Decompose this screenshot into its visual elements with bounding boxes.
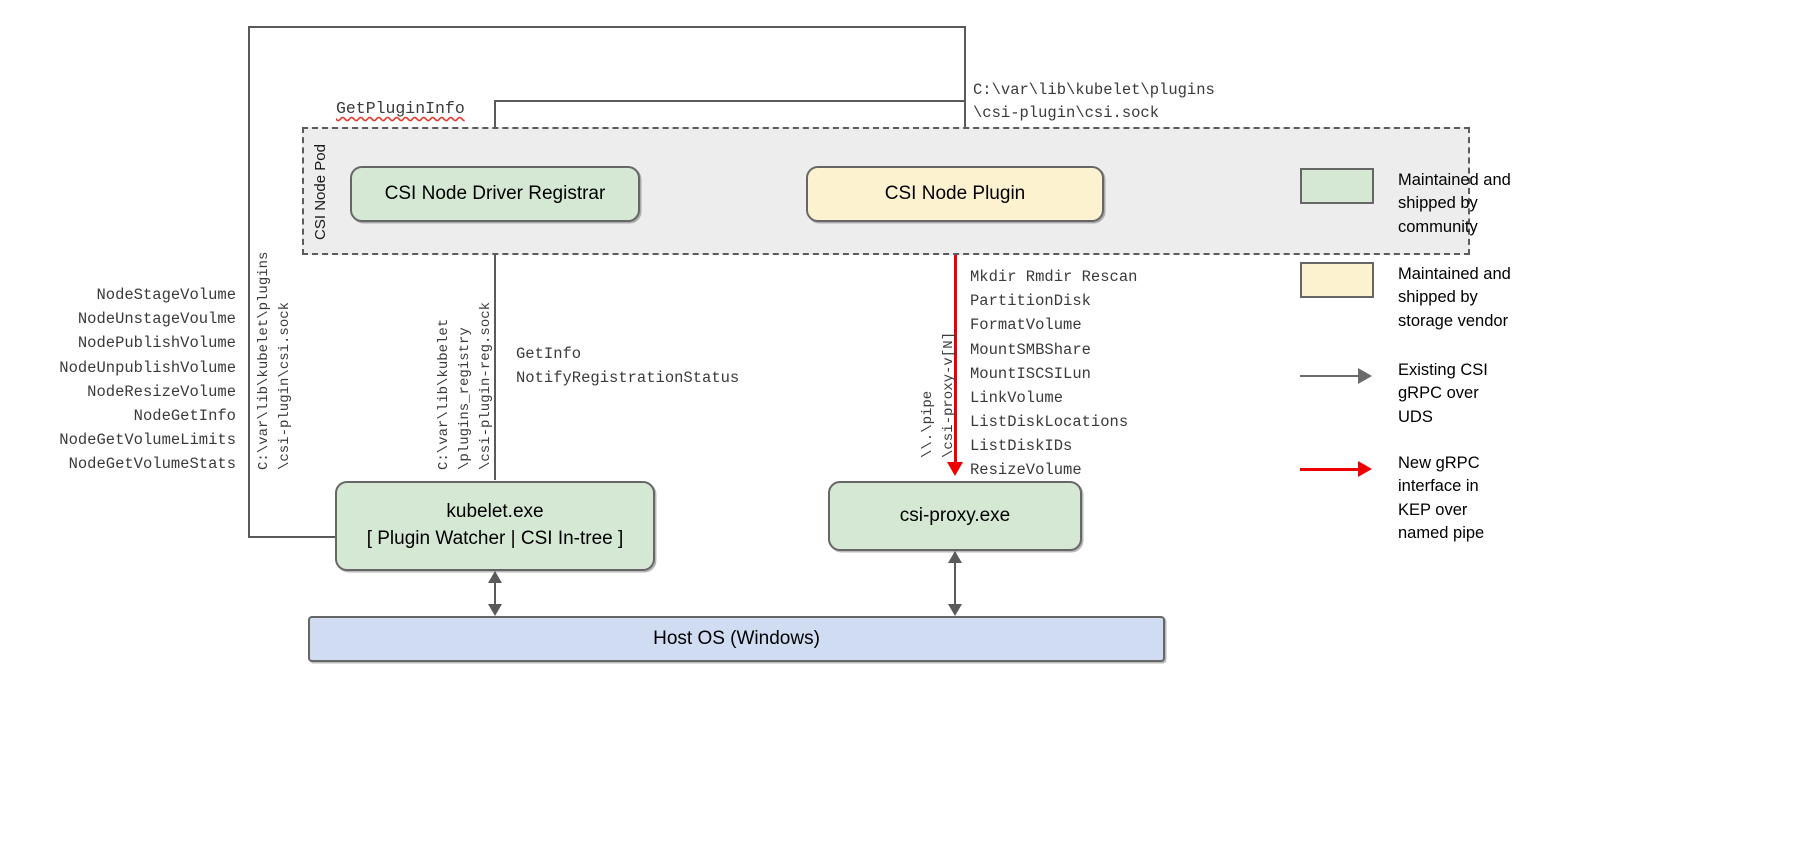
legend-item-storage-vendor: Maintained and shipped by storage vendor	[1300, 262, 1511, 333]
kubelet-subtitle: [ Plugin Watcher | CSI In-tree ]	[366, 528, 624, 549]
connector-kubelet-to-plugin-vertical	[248, 26, 250, 536]
label-node-service-rpcs: NodeStageVolume NodeUnstageVoulme NodePu…	[59, 286, 236, 474]
node-box-kubelet-exe[interactable]: kubelet.exe [ Plugin Watcher | CSI In-tr…	[335, 481, 655, 571]
connector-top-horizontal-long	[248, 26, 966, 28]
label-vertical-plugin-registry-sock: C:\var\lib\kubelet \plugins_registry \cs…	[436, 301, 494, 470]
kubelet-title: kubelet.exe	[446, 501, 544, 523]
label-vertical-named-pipe: \\.\pipe \csi-proxy-v[N]	[920, 331, 957, 458]
legend-swatch-yellow	[1300, 262, 1374, 298]
connector-into-plugin-vertical	[964, 26, 966, 150]
connector-proxy-hostos	[954, 555, 956, 613]
legend-label-community: Maintained and shipped by community	[1398, 171, 1511, 236]
connector-registrar-horizontal	[494, 100, 966, 102]
csi-node-pod-label: CSI Node Pod	[312, 144, 329, 240]
arrowhead-kubelet-up	[488, 571, 502, 583]
legend-label-storage-vendor: Maintained and shipped by storage vendor	[1398, 265, 1511, 330]
connector-kubelet-left-horizontal	[248, 536, 336, 538]
node-box-csi-proxy-exe[interactable]: csi-proxy.exe	[828, 481, 1082, 551]
node-box-csi-node-driver-registrar[interactable]: CSI Node Driver Registrar	[350, 166, 640, 222]
label-vertical-csi-sock-path: C:\var\lib\kubelet\plugins \csi-plugin\c…	[256, 251, 293, 470]
connector-red-grpc-named-pipe	[954, 222, 957, 464]
arrowhead-proxy-down	[948, 604, 962, 616]
node-box-csi-node-plugin[interactable]: CSI Node Plugin	[806, 166, 1104, 222]
label-csi-proxy-api-calls: Mkdir Rmdir Rescan PartitionDisk FormatV…	[970, 268, 1138, 480]
host-os-label: Host OS (Windows)	[653, 627, 820, 649]
csi-node-plugin-label: CSI Node Plugin	[884, 182, 1026, 204]
connector-kubelet-hostos	[494, 575, 496, 613]
legend-item-community: Maintained and shipped by community	[1300, 168, 1511, 239]
legend-item-existing-csi-grpc: Existing CSI gRPC over UDS	[1300, 358, 1488, 429]
arrowhead-proxy-up	[948, 551, 962, 563]
arrowhead-red-into-csi-proxy	[947, 462, 963, 476]
legend-label-new-grpc: New gRPC interface in KEP over named pip…	[1398, 454, 1485, 543]
legend-label-existing-csi-grpc: Existing CSI gRPC over UDS	[1398, 361, 1488, 426]
label-registration-rpcs: GetInfo NotifyRegistrationStatus	[516, 345, 740, 388]
csi-proxy-label: csi-proxy.exe	[899, 504, 1011, 526]
legend-swatch-green	[1300, 168, 1374, 204]
csi-node-driver-registrar-label: CSI Node Driver Registrar	[384, 182, 606, 204]
legend-arrow-gray-icon	[1300, 358, 1374, 394]
connector-registrar-vertical-upper	[494, 100, 496, 480]
legend-item-new-grpc: New gRPC interface in KEP over named pip…	[1300, 451, 1484, 546]
label-csi-sock-path: C:\var\lib\kubelet\plugins \csi-plugin\c…	[973, 81, 1215, 123]
node-box-host-os[interactable]: Host OS (Windows)	[308, 616, 1165, 662]
arrowhead-kubelet-down	[488, 604, 502, 616]
legend-arrow-red-icon	[1300, 451, 1374, 487]
label-get-plugin-info: GetPluginInfo	[336, 99, 465, 118]
